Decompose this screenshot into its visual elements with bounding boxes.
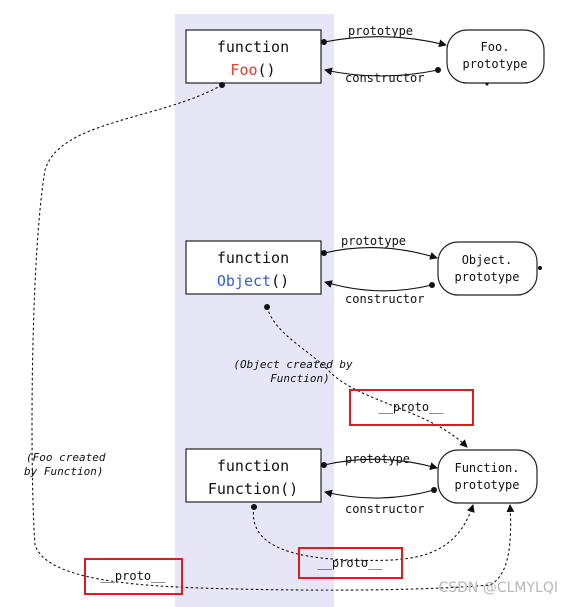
object-function-box[interactable]: function Object() [185,240,322,295]
foo-proto-highlight [84,558,183,595]
object-proto-link [266,306,468,448]
foo-constructor-label: constructor [345,71,424,85]
object-prototype-label: prototype [341,234,406,248]
foo-prototype-line2: prototype [462,57,527,71]
foo-prototype-label: prototype [348,24,413,38]
function-function-box[interactable]: function Function() [185,448,322,503]
object-prototype-line1: Object. [462,253,513,267]
object-constructor-edge-dot [429,282,435,288]
foo-keyword: function [217,38,289,56]
foo-prototype-line1: Foo. [481,40,510,54]
function-proto-highlight [298,547,403,579]
foo-name: Foo [230,61,257,79]
foo-parens: () [258,61,276,79]
foo-constructor-edge-dot [435,67,441,73]
watermark: CSDN @CLMYLQI [438,580,558,596]
function-column-band [175,14,334,607]
foo-prototype-box[interactable]: Foo. prototype [446,29,545,84]
object-prototype-edge [323,247,438,260]
function-prototype-edge-dot [321,462,327,468]
foo-created-note-line1: (Foo created [26,451,106,464]
object-parens: () [271,272,289,290]
foo-signature: Foo() [230,61,275,79]
function-constructor-edge-dot [431,487,437,493]
object-proto-highlight [349,389,474,426]
object-signature: Object() [217,272,289,290]
function-prototype-box[interactable]: Function. prototype [437,449,538,504]
function-constructor-edge [324,489,435,499]
object-prototype-line2: prototype [454,270,519,284]
object-created-note-line1: (Object created by [233,358,353,371]
foo-prototype-edge-dot [321,39,327,45]
foo-created-note-line2: by Function) [24,465,103,478]
function-keyword: function [217,457,289,475]
foo-function-box[interactable]: function Foo() [185,29,322,84]
object-prototype-edge-dot [321,250,327,256]
function-proto-label: __proto__ [317,556,383,570]
object-name: Object [217,272,271,290]
foo-constructor-edge [324,67,439,77]
object-proto-label: __proto__ [378,400,444,414]
function-prototype-edge [323,458,438,470]
object-keyword: function [217,249,289,267]
function-name: Function [208,480,280,498]
object-constructor-edge [324,280,433,292]
foo-proto-label: __proto__ [100,569,166,583]
function-signature: Function() [208,480,298,498]
object-prototype-box[interactable]: Object. prototype [437,241,538,296]
function-prototype-line1: Function. [454,461,519,475]
function-proto-link [252,504,475,562]
function-constructor-label: constructor [345,502,424,516]
foo-proto-link [31,84,515,591]
function-prototype-label: prototype [345,452,410,466]
object-constructor-label: constructor [345,292,424,306]
object-prototype-side-dot [538,266,542,270]
foo-prototype-artifact-dot [485,82,489,86]
object-created-note-line2: Function) [270,372,330,385]
function-prototype-line2: prototype [454,478,519,492]
foo-prototype-edge [323,36,447,48]
function-parens: () [280,480,298,498]
